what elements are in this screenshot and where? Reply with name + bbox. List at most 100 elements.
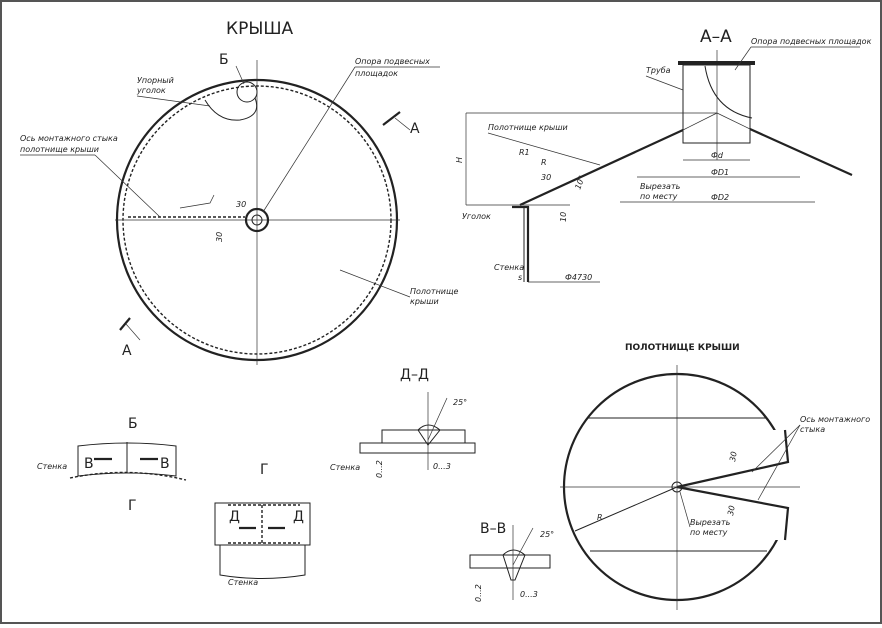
section-dd: Д–Д 25° Стенка 0...2 0...3 [330, 367, 476, 478]
joint-axis-leader-2 [757, 424, 801, 501]
dia-wall: Ф4730 [565, 273, 592, 282]
section-a-mark-bottom [119, 317, 131, 331]
detail-b-title: Б [128, 416, 138, 432]
roof-plan: КРЫША Б Упорный уголок Ось монтажного ст… [20, 19, 459, 365]
section-aa: А–А H Фd ФD1 ФD2 Ф4730 s Вырезать по мес… [455, 27, 872, 283]
aa-platform-support: Опора подвесных площадок [751, 37, 872, 46]
platform-support-label-2: площадок [355, 69, 398, 78]
sector-cutout [676, 429, 790, 541]
dd-wall-label: Стенка [330, 463, 360, 472]
center-hole [671, 481, 683, 493]
sheet-joint-axis-2: стыка [800, 425, 825, 434]
platform-support-leader [262, 66, 356, 213]
dd-gap-v: 0...2 [375, 460, 384, 478]
section-a-arrow-bottom [125, 323, 141, 341]
pipe-flange [678, 61, 755, 65]
section-a-arrow-top [394, 117, 411, 131]
detail-g-band [214, 502, 311, 546]
cone-line-left [682, 112, 718, 131]
dim-30: 30 [541, 173, 551, 182]
dia-d: Фd [711, 151, 724, 160]
vv-weld [502, 549, 526, 581]
radius-label: R [597, 513, 603, 522]
cutout-mask [740, 430, 800, 540]
roof-sheet-view: ПОЛОТНИЩЕ КРЫШИ R 30 30 Ось монтажного с… [560, 343, 870, 610]
angle-10: 10° [573, 174, 586, 190]
dd-gap-h: 0...3 [433, 462, 451, 471]
vv-bevel [512, 527, 534, 566]
pipe [682, 64, 751, 144]
dd-angle: 25° [453, 398, 467, 407]
r1-label: R1 [519, 148, 530, 157]
stop-angle-label-2: уголок [136, 86, 166, 95]
dim-30-h: 30 [236, 200, 246, 209]
dia-d1: ФD1 [711, 168, 729, 177]
detail-b: Б В В Стенка Г [37, 416, 187, 514]
cone-line-right [716, 112, 751, 130]
pipe-leader [645, 75, 684, 91]
detail-g: Г Д Д Стенка [214, 462, 311, 587]
dd-plate-bottom [359, 442, 476, 454]
vv-gap-v: 0...2 [474, 584, 483, 602]
platform-support-label-1: Опора подвесных [355, 57, 430, 66]
thickness: s [518, 273, 522, 282]
cut-in-place-2: по месту [640, 192, 678, 201]
roof-sheet-left [519, 129, 684, 206]
aa-roof-sheet-leader [487, 132, 601, 166]
cut-leader [679, 491, 691, 528]
roof-sheet-right [749, 127, 853, 177]
joint-axis-label-2: полотнище крыши [20, 145, 99, 154]
roof-sheet-label-2: крыши [410, 297, 439, 306]
aa-roof-sheet: Полотнище крыши [488, 123, 568, 132]
detail-g-title: Г [260, 462, 269, 478]
detail-b-wall-label: Стенка [37, 462, 67, 471]
sheet-cut-2: по месту [690, 528, 728, 537]
section-d-left: Д [229, 509, 240, 525]
section-a-mark-top [382, 111, 401, 126]
joint-axis-leader [94, 154, 161, 218]
pipe-label: Труба [646, 66, 671, 75]
roof-sheet-label-1: Полотнище [410, 287, 459, 296]
dim-30-v: 30 [215, 232, 224, 242]
radius-line [574, 486, 678, 532]
angle-and-wall [512, 205, 530, 282]
dd-plate-top [381, 429, 466, 444]
r-label: R [541, 158, 547, 167]
view-b-leader [235, 65, 245, 85]
stop-angle-leader [136, 95, 211, 107]
vv-angle: 25° [540, 530, 554, 539]
detail-g-wall-label: Стенка [228, 578, 258, 587]
dd-weld [417, 424, 441, 446]
height-label: H [455, 157, 464, 163]
aa-platform-leader [734, 46, 752, 71]
dd-bevel [427, 397, 448, 441]
angle-label: Уголок [462, 212, 491, 221]
view-g-label: Г [128, 498, 137, 514]
dim-30-top: 30 [728, 451, 739, 463]
view-b-label: Б [219, 52, 229, 68]
dim-30-bottom: 30 [726, 505, 737, 517]
hub-ring [244, 207, 270, 233]
detail-g-wall [219, 545, 306, 579]
section-v-left: В [84, 456, 94, 472]
joint-axis-leader-1 [751, 424, 801, 473]
hub [251, 214, 263, 226]
section-vv-title: В–В [480, 521, 506, 537]
vv-plate [469, 554, 551, 569]
sheet-joint-axis-1: Ось монтажного [800, 415, 870, 424]
stop-angle-label-1: Упорный [137, 76, 174, 85]
wall-label: Стенка [494, 263, 524, 272]
section-d-right: Д [293, 509, 304, 525]
roof-sheet-title: ПОЛОТНИЩЕ КРЫШИ [625, 343, 740, 353]
stop-angle-callout [204, 97, 258, 121]
weld-symbol [179, 194, 215, 209]
dim-10: 10 [559, 212, 568, 222]
section-aa-title: А–А [700, 27, 732, 47]
joint-axis-label-1: Ось монтажного стыка [20, 134, 118, 143]
roof-plan-title: КРЫША [226, 19, 293, 39]
roof-sheet-leader [339, 269, 411, 298]
detail-b-wall [69, 471, 187, 481]
cut-in-place-1: Вырезать [640, 182, 681, 191]
